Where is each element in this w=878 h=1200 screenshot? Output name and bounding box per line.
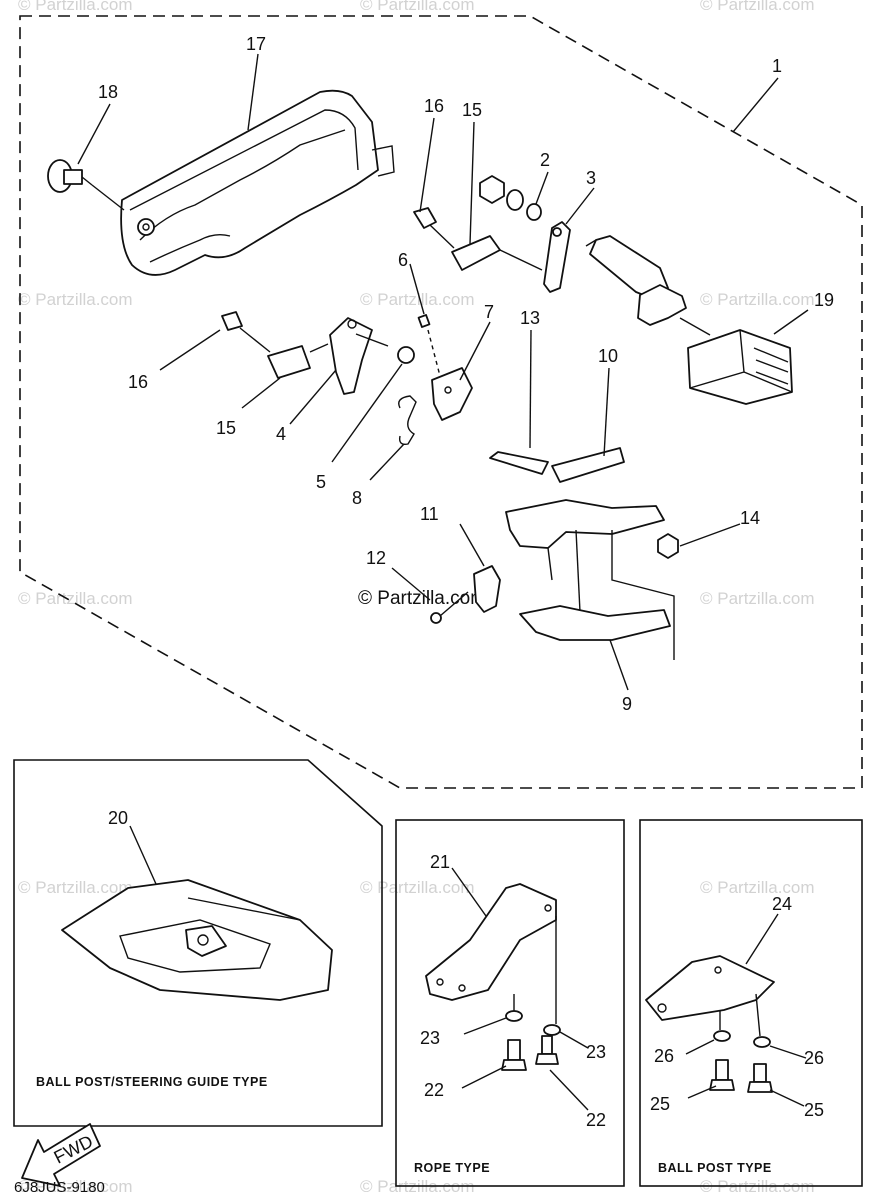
- part-19-grommet: [687, 329, 793, 405]
- center-watermark: © Partzilla.com: [358, 588, 486, 609]
- callout-13: 13: [520, 308, 540, 328]
- watermark: © Partzilla.com: [360, 0, 475, 14]
- callout-25-right: 25: [804, 1100, 824, 1120]
- callout-5: 5: [316, 472, 326, 492]
- rope-type-panel: [395, 819, 625, 1187]
- part-5-washer: [397, 346, 415, 364]
- watermark: © Partzilla.com: [700, 878, 815, 897]
- part-15-16-lower: [221, 311, 329, 379]
- part-21-rope-bracket: [425, 883, 561, 1071]
- watermark: © Partzilla.com: [700, 0, 815, 14]
- ball-post-steering-panel: [13, 759, 383, 1127]
- callout-1: 1: [772, 56, 782, 76]
- part-24-ball-post-bracket: [645, 955, 775, 1093]
- ball-post-caption: BALL POST TYPE: [658, 1161, 772, 1175]
- shaft-assembly: [479, 175, 711, 336]
- watermark: © Partzilla.com: [700, 589, 815, 608]
- callout-10: 10: [598, 346, 618, 366]
- callout-9: 9: [622, 694, 632, 714]
- callout-labels: 1 2 3 4 5 6 7 8 9 10 11 12 13 14 15 15 1…: [98, 34, 834, 1130]
- callout-24: 24: [772, 894, 792, 914]
- callout-16-upper: 16: [424, 96, 444, 116]
- watermark: © Partzilla.com: [700, 290, 815, 309]
- part-15-16-upper: [413, 207, 543, 271]
- callout-20: 20: [108, 808, 128, 828]
- callout-16-lower: 16: [128, 372, 148, 392]
- leader-lines: [77, 53, 809, 1111]
- callout-15-lower: 15: [216, 418, 236, 438]
- part-6-7-8: [398, 314, 473, 446]
- callout-12: 12: [366, 548, 386, 568]
- watermark: © Partzilla.com: [360, 878, 475, 897]
- callout-23-right: 23: [586, 1042, 606, 1062]
- part-18-knob: [47, 159, 125, 211]
- rope-type-caption: ROPE TYPE: [414, 1161, 490, 1175]
- part-4-lever: [329, 317, 389, 395]
- callout-7: 7: [484, 302, 494, 322]
- watermark: © Partzilla.com: [18, 878, 133, 897]
- callout-3: 3: [586, 168, 596, 188]
- callout-26-left: 26: [654, 1046, 674, 1066]
- callout-18: 18: [98, 82, 118, 102]
- watermark-layer: © Partzilla.com © Partzilla.com © Partzi…: [18, 0, 815, 1196]
- bracket-assembly: [430, 447, 679, 660]
- callout-14: 14: [740, 508, 760, 528]
- ball-post-panel: [639, 819, 863, 1187]
- watermark: © Partzilla.com: [18, 0, 133, 14]
- watermark: © Partzilla.com: [18, 290, 133, 309]
- fwd-arrow-icon: FWD: [21, 1123, 101, 1187]
- callout-8: 8: [352, 488, 362, 508]
- callout-21: 21: [430, 852, 450, 872]
- callout-6: 6: [398, 250, 408, 270]
- callout-15-upper: 15: [462, 100, 482, 120]
- watermark: © Partzilla.com: [360, 290, 475, 309]
- callout-4: 4: [276, 424, 286, 444]
- callout-23-left: 23: [420, 1028, 440, 1048]
- callout-2: 2: [540, 150, 550, 170]
- callout-19: 19: [814, 290, 834, 310]
- callout-25-left: 25: [650, 1094, 670, 1114]
- callout-17: 17: [246, 34, 266, 54]
- callout-22-right: 22: [586, 1110, 606, 1130]
- part-17-cover: [120, 89, 395, 276]
- callout-22-left: 22: [424, 1080, 444, 1100]
- callout-26-right: 26: [804, 1048, 824, 1068]
- ball-post-steering-caption: BALL POST/STEERING GUIDE TYPE: [36, 1075, 268, 1089]
- part-20-guide-plate: [61, 879, 333, 1001]
- diagram-code: 6J8JUS-9180: [14, 1179, 105, 1196]
- callout-11: 11: [420, 504, 439, 524]
- watermark: © Partzilla.com: [18, 589, 133, 608]
